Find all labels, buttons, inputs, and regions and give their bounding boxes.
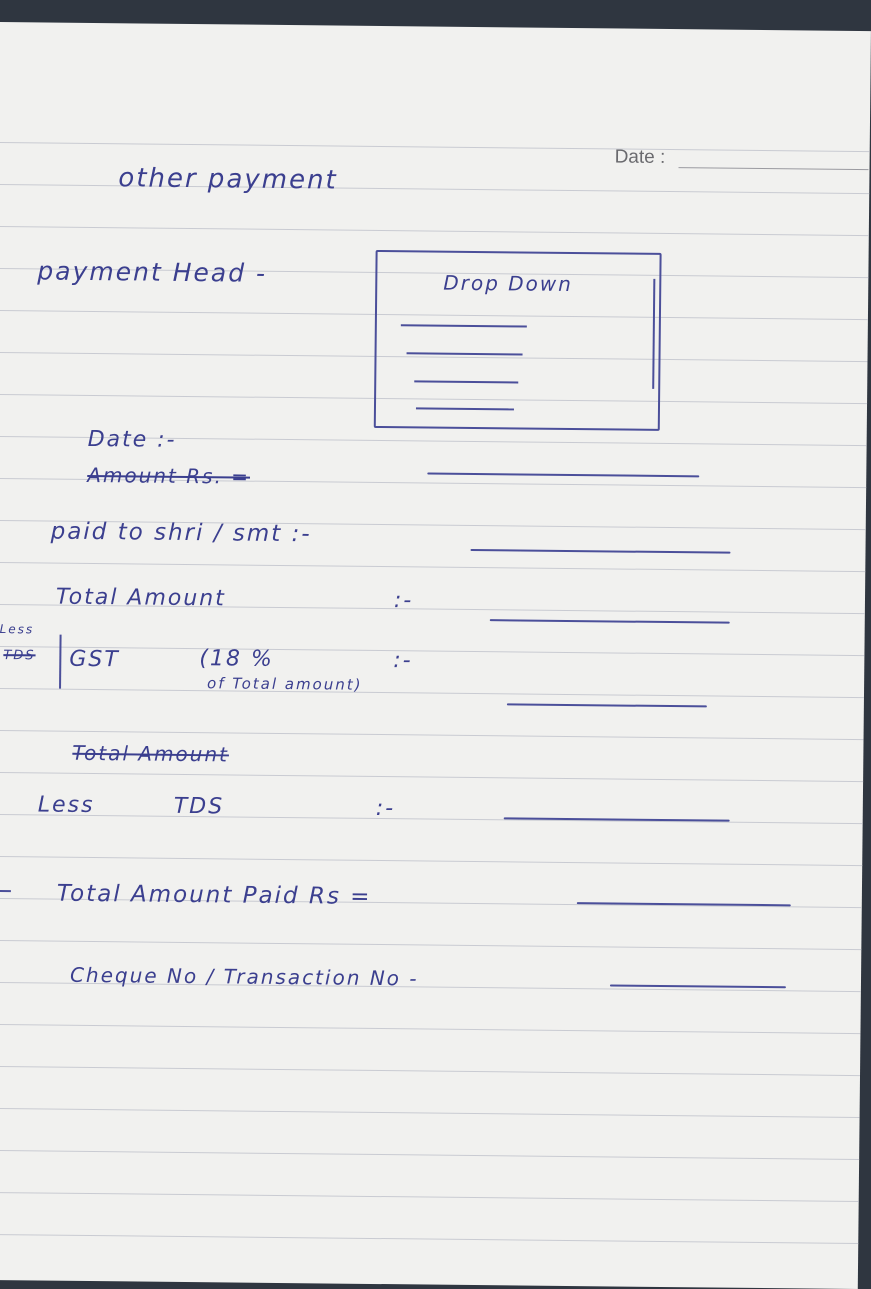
ruled-line (0, 1149, 860, 1161)
gst-label: GST (69, 646, 120, 673)
ruled-line (0, 561, 866, 573)
gst-rate-note: of Total amount) (206, 674, 363, 694)
gst-blank[interactable] (506, 703, 707, 708)
less-label: Less (0, 622, 35, 637)
total-amount-label: Total Amount (55, 584, 226, 612)
cheque-blank[interactable] (609, 984, 786, 989)
ruled-line (0, 1023, 861, 1035)
ruled-line (0, 729, 864, 741)
paid-to-label: paid to shri / smt :- (50, 518, 312, 548)
payment-head-label: payment Head - (37, 256, 268, 288)
dropdown-option-line[interactable] (406, 352, 523, 356)
tds-struck: TDS (3, 648, 36, 664)
ruled-line (0, 141, 870, 153)
total-amount-separator: :- (393, 588, 414, 614)
tds-label: TDS (173, 793, 225, 820)
dropdown-option-line[interactable] (400, 324, 527, 328)
ruled-line (0, 1191, 859, 1203)
notebook-page: Date : other payment payment Head - Drop… (0, 22, 871, 1289)
dropdown-label: Drop Down (443, 270, 574, 297)
paid-to-blank[interactable] (470, 548, 731, 554)
ruled-line (0, 1233, 859, 1245)
printed-date-line (678, 167, 869, 171)
gst-rate: (18 % (199, 646, 274, 672)
cheque-label: Cheque No / Transaction No - (69, 962, 419, 991)
amount-label-struck: Amount Rs. = (87, 462, 251, 489)
date-field-label: Date :- (87, 426, 177, 453)
ruled-line (0, 855, 863, 867)
less-tds-label: Less (37, 792, 95, 819)
dropdown-option-line[interactable] (415, 407, 514, 411)
ruled-lines (0, 22, 871, 1245)
ruled-line (0, 813, 863, 825)
margin-bracket (59, 634, 62, 689)
total-amount-blank[interactable] (489, 619, 730, 624)
ruled-line (0, 1065, 861, 1077)
form-title: other payment (118, 163, 338, 196)
ruled-line (0, 225, 869, 237)
tds-separator: :- (375, 795, 396, 822)
printed-date-label: Date : (614, 146, 666, 168)
total-amount-struck: Total Amount (72, 740, 230, 767)
ruled-line (0, 687, 864, 699)
payment-head-dropdown[interactable]: Drop Down (373, 249, 662, 431)
ruled-line (0, 1107, 860, 1119)
total-paid-label: Total Amount Paid Rs = (56, 880, 372, 910)
ruled-line (0, 645, 865, 657)
date-field-blank[interactable] (427, 472, 700, 478)
ruled-line (0, 771, 864, 783)
ruled-line (0, 939, 862, 951)
dropdown-option-line[interactable] (414, 380, 519, 384)
gst-separator: :- (393, 648, 413, 674)
margin-mark (0, 889, 11, 893)
